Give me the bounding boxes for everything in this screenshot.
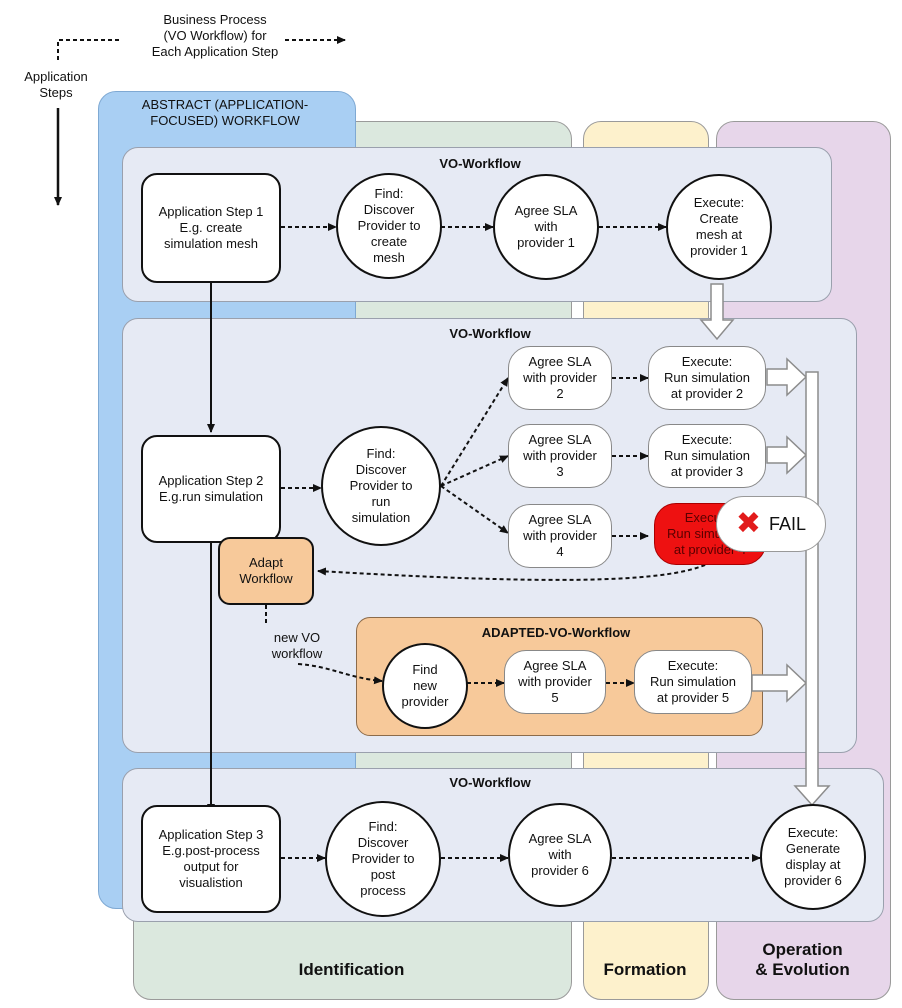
application-step-3[interactable]: Application Step 3 E.g.post-process outp…	[141, 805, 281, 913]
wf2-branch-3	[440, 455, 509, 487]
find-provider-1[interactable]: Find: Discover Provider to create mesh	[336, 173, 442, 279]
operation-evolution-label: Operation & Evolution	[755, 940, 850, 979]
new-vo-workflow-label: new VO workflow	[252, 630, 342, 662]
application-step-1[interactable]: Application Step 1 E.g. create simulatio…	[141, 173, 281, 283]
application-steps-legend: Application Steps	[24, 69, 88, 100]
identification-label: Identification	[298, 960, 405, 979]
agree-sla-1[interactable]: Agree SLA with provider 1	[493, 174, 599, 280]
adapted-panel-title: ADAPTED-VO-Workflow	[481, 625, 631, 640]
find-new-provider[interactable]: Find new provider	[382, 643, 468, 729]
new-vo-workflow-arrow	[297, 663, 383, 685]
panel-2-title: VO-Workflow	[449, 326, 531, 341]
wf2-branch-4	[440, 485, 509, 534]
agree-sla-5[interactable]: Agree SLA with provider 5	[504, 650, 606, 714]
execute-6[interactable]: Execute: Generate display at provider 6	[760, 804, 866, 910]
fail-badge: ✖ FAIL	[716, 496, 826, 552]
exec5-block-arrow	[751, 663, 808, 703]
agree-sla-2[interactable]: Agree SLA with provider 2	[508, 346, 612, 410]
panel-1-title: VO-Workflow	[439, 156, 521, 171]
application-step-2[interactable]: Application Step 2 E.g.run simulation	[141, 435, 281, 543]
mesh-output-block-arrow	[699, 283, 735, 341]
exec2-block-arrow	[766, 357, 808, 397]
agree-sla-4[interactable]: Agree SLA with provider 4	[508, 504, 612, 568]
execute-3[interactable]: Execute: Run simulation at provider 3	[648, 424, 766, 488]
fail-label: FAIL	[769, 513, 807, 534]
business-process-legend: Business Process (VO Workflow) for Each …	[151, 12, 279, 59]
find-provider-2[interactable]: Find: Discover Provider to run simulatio…	[321, 426, 441, 546]
exec3-block-arrow	[766, 435, 808, 475]
execute-2[interactable]: Execute: Run simulation at provider 2	[648, 346, 766, 410]
fail-to-adapt-arrow	[317, 552, 723, 581]
results-collector-block-arrow	[793, 371, 831, 807]
execute-1[interactable]: Execute: Create mesh at provider 1	[666, 174, 772, 280]
wf2-branch-2	[440, 377, 509, 487]
adapt-workflow-box[interactable]: Adapt Workflow	[218, 537, 314, 605]
formation-label: Formation	[603, 960, 687, 979]
find-provider-3[interactable]: Find: Discover Provider to post process	[325, 801, 441, 917]
abstract-column-label: ABSTRACT (APPLICATION- FOCUSED) WORKFLOW	[141, 97, 309, 128]
legend-dotted-connector	[57, 39, 120, 60]
agree-sla-3[interactable]: Agree SLA with provider 3	[508, 424, 612, 488]
agree-sla-6[interactable]: Agree SLA with provider 6	[508, 803, 612, 907]
fail-x-icon: ✖	[735, 507, 762, 540]
panel-3-title: VO-Workflow	[449, 775, 531, 790]
execute-5[interactable]: Execute: Run simulation at provider 5	[634, 650, 752, 714]
